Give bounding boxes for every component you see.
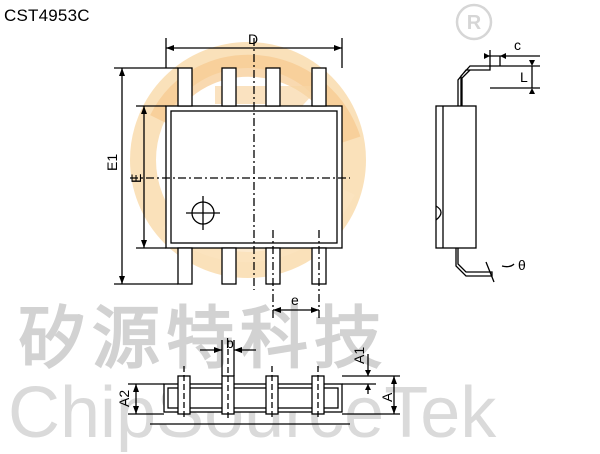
- dim-L-label: L: [520, 69, 528, 85]
- dim-E1-label: E1: [104, 154, 120, 171]
- svg-text:R: R: [467, 12, 482, 34]
- dim-c-label: c: [514, 37, 521, 53]
- part-number-title: CST4953C: [4, 6, 90, 25]
- dim-b-label: b: [226, 335, 234, 351]
- dim-e-label: e: [291, 292, 299, 308]
- dim-theta-label: θ: [518, 257, 526, 273]
- watermark-company-chinese: 矽源特科技: [18, 299, 389, 379]
- dim-A1-label: A1: [351, 347, 367, 364]
- dim-A-label: A: [379, 392, 395, 402]
- registered-mark-icon: R: [455, 3, 493, 41]
- dim-D-label: D: [248, 31, 258, 47]
- dim-E-label: E: [128, 174, 144, 183]
- side-view-body: [435, 105, 477, 249]
- dim-A2-label: A2: [116, 390, 132, 407]
